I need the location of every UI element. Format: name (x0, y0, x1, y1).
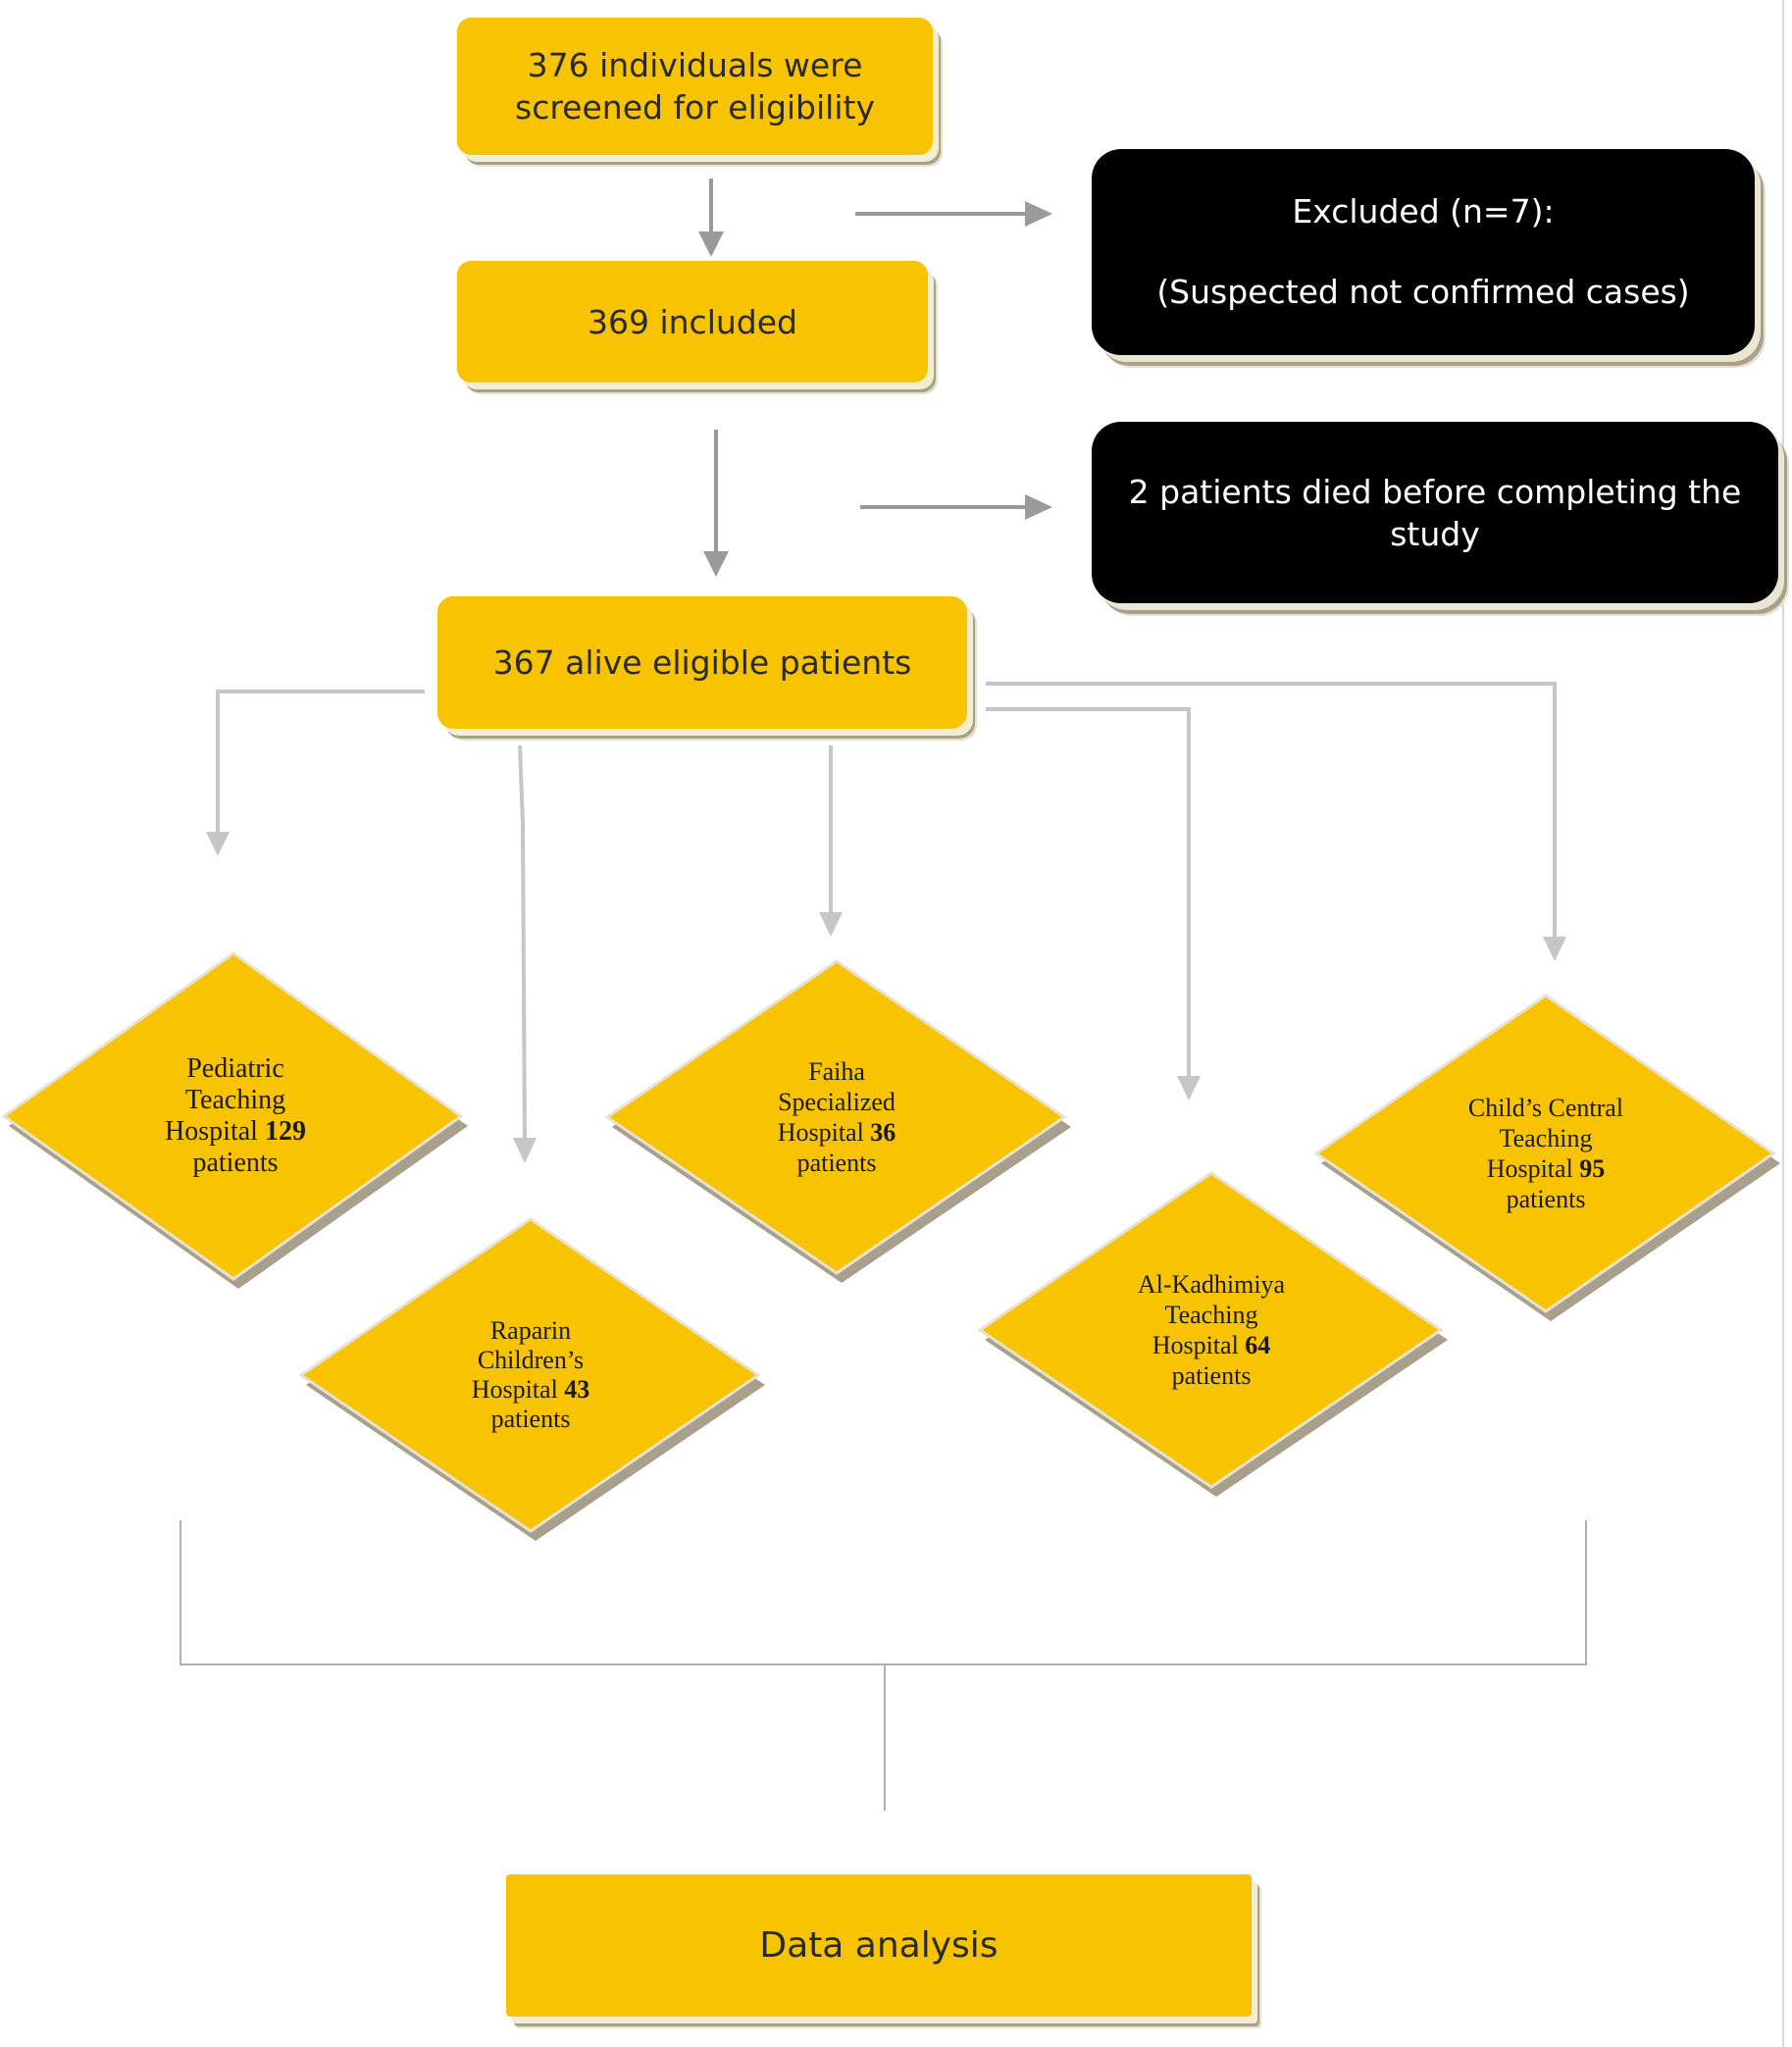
alive-label: 367 alive eligible patients (492, 643, 912, 682)
hospital-faiha: Faiha Specialized Hospital 36 patients (719, 1039, 954, 1196)
hospital-pediatric-line-2: Teaching (184, 1085, 286, 1115)
hospital-faiha-line-1: Faiha (808, 1057, 865, 1086)
branch-to-childs-central (986, 682, 1557, 937)
hospital-faiha-line-2: Specialized (778, 1088, 896, 1116)
hospital-childs-central-unit: patients (1506, 1185, 1586, 1213)
hospital-childs-central-line-1: Child’s Central (1467, 1094, 1624, 1122)
branch-to-kadhimiya (986, 707, 1191, 1079)
hospital-pediatric-name-end: Hospital (165, 1116, 265, 1147)
screened-box: 376 individuals were screened for eligib… (457, 18, 933, 155)
branch-to-raparin (518, 744, 527, 1144)
excluded-reason: (Suspected not confirmed cases) (1156, 273, 1690, 311)
arrowhead-screened-to-included (698, 231, 724, 257)
included-label: 369 included (588, 302, 797, 341)
hospital-childs-central-line-2: Teaching (1499, 1124, 1593, 1152)
hospital-childs-central-count: 95 (1579, 1154, 1606, 1183)
arrowhead-childs-central (1543, 937, 1566, 961)
died-box: 2 patients died before completing the st… (1092, 422, 1778, 603)
hospital-pediatric-count: 129 (264, 1116, 306, 1147)
hospital-diamonds (1, 951, 1780, 1541)
merge-bracket (179, 1520, 1587, 1811)
hospital-raparin: Raparin Children’s Hospital 43 patients (413, 1297, 648, 1454)
arrowhead-included-to-alive (703, 551, 729, 577)
data-analysis-box: Data analysis (506, 1874, 1252, 2017)
arrowhead-to-excluded (1025, 201, 1052, 227)
screened-line-1: 376 individuals were (527, 46, 863, 84)
diamond-kadhimiya (977, 1171, 1444, 1489)
connector-arrows (206, 179, 1566, 1163)
arrowhead-pediatric (206, 832, 230, 856)
hospital-faiha-name-end: Hospital (777, 1118, 871, 1147)
hospital-faiha-unit: patients (796, 1149, 877, 1177)
hospital-raparin-unit: patients (490, 1405, 571, 1433)
arrowhead-raparin (513, 1138, 537, 1163)
hospital-faiha-line-3: Hospital 36 (778, 1117, 896, 1148)
hospital-kadhimiya-unit: patients (1171, 1361, 1252, 1390)
died-line-1: 2 patients died before completing the (1128, 472, 1742, 511)
died-line-2: study (1390, 514, 1480, 553)
hospital-raparin-count: 43 (564, 1375, 590, 1404)
hospital-kadhimiya-line-3: Hospital 64 (1152, 1330, 1271, 1360)
included-box: 369 included (457, 261, 928, 383)
diamond-childs-central (1313, 994, 1776, 1313)
hospital-childs-central-name-end: Hospital (1486, 1154, 1580, 1183)
data-analysis-label: Data analysis (759, 1925, 998, 1966)
hospital-faiha-count: 36 (870, 1118, 896, 1147)
arrowhead-faiha (819, 912, 843, 937)
hospital-childs-central: Child’s Central Teaching Hospital 95 pat… (1418, 1075, 1673, 1232)
hospital-raparin-line-3: Hospital 43 (472, 1375, 590, 1405)
excluded-box: Excluded (n=7): (Suspected not confirmed… (1092, 149, 1755, 355)
hospital-raparin-line-2: Children’s (477, 1346, 585, 1374)
hospital-raparin-name-end: Hospital (471, 1375, 565, 1404)
hospital-kadhimiya-name-end: Hospital (1152, 1331, 1246, 1359)
page-edge-line (1782, 0, 1784, 2047)
hospital-pediatric: Pediatric Teaching Hospital 129 patients (118, 1030, 353, 1203)
excluded-title: Excluded (n=7): (1292, 192, 1555, 230)
arrowhead-to-died (1025, 494, 1052, 520)
screened-line-2: screened for eligibility (515, 88, 875, 127)
hospital-kadhimiya: Al-Kadhimiya Teaching Hospital 64 patien… (1084, 1252, 1339, 1408)
diamond-raparin (298, 1217, 761, 1533)
hospital-kadhimiya-line-2: Teaching (1164, 1301, 1258, 1329)
hospital-kadhimiya-count: 64 (1245, 1331, 1271, 1359)
hospital-pediatric-line-3: Hospital 129 (165, 1116, 306, 1148)
hospital-childs-central-line-3: Hospital 95 (1487, 1153, 1606, 1184)
branch-to-pediatric (216, 690, 425, 839)
alive-box: 367 alive eligible patients (437, 596, 967, 729)
bracket-line (179, 1520, 1587, 1665)
hospital-pediatric-unit: patients (192, 1148, 279, 1178)
hospital-raparin-line-1: Raparin (489, 1316, 572, 1345)
diamond-faiha (604, 959, 1067, 1275)
hospital-pediatric-line-1: Pediatric (186, 1053, 284, 1084)
hospital-kadhimiya-line-1: Al-Kadhimiya (1137, 1270, 1286, 1299)
diamond-pediatric (1, 951, 464, 1281)
arrowhead-kadhimiya (1177, 1076, 1201, 1100)
